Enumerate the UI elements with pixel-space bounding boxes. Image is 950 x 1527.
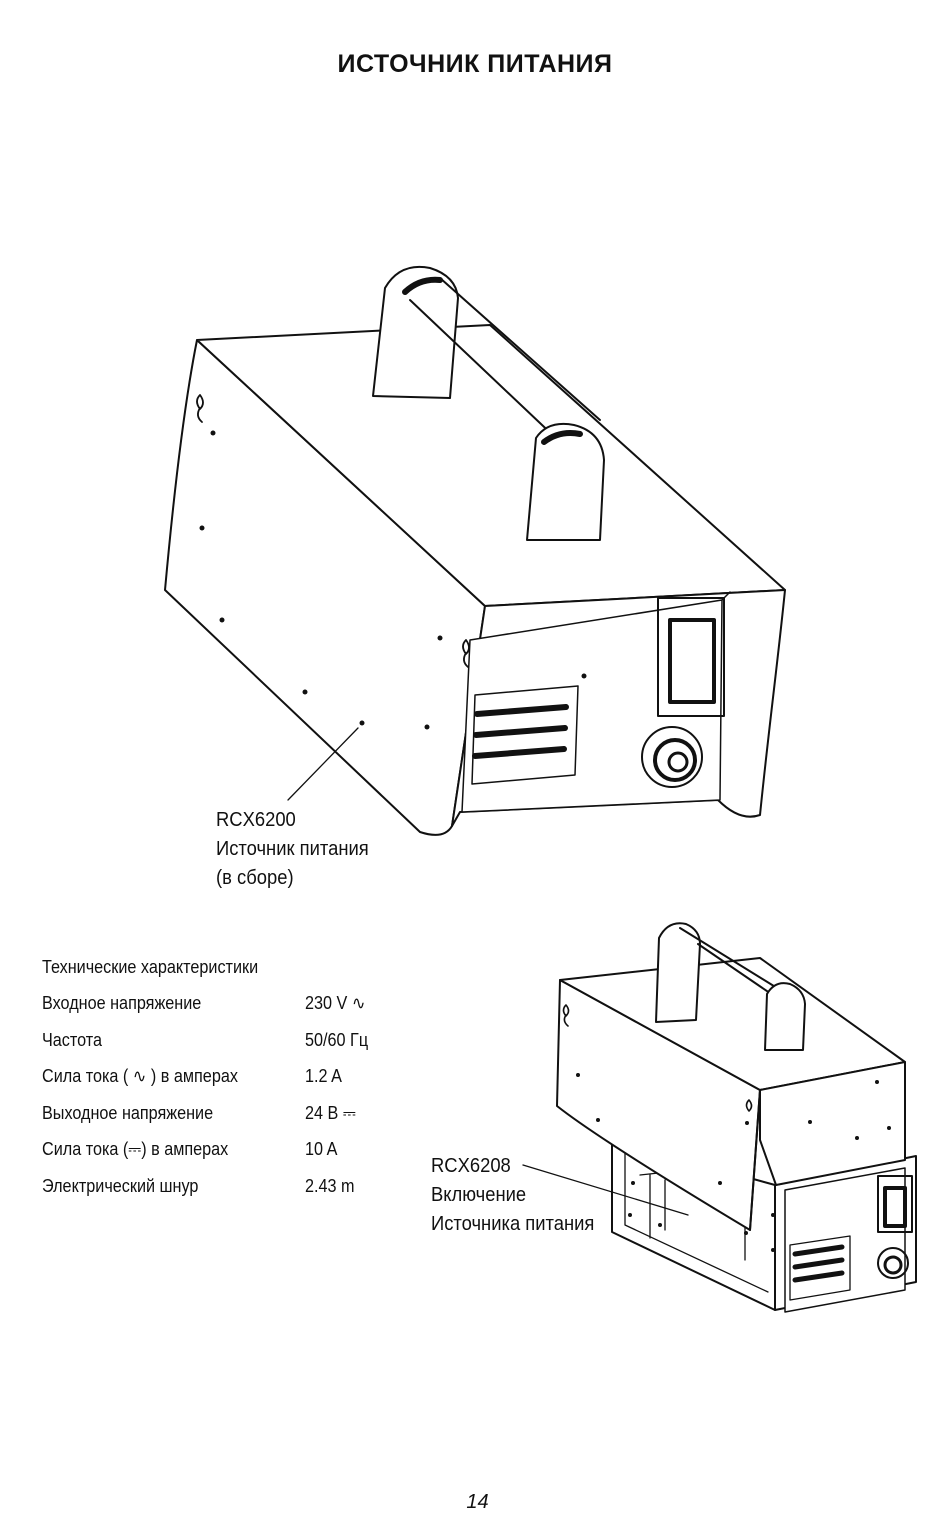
spec-label: Сила тока (⎓) в амперах — [42, 1139, 229, 1159]
power-supply-assembled-drawing — [164, 266, 786, 836]
caption-line: (в сборе) — [216, 867, 294, 889]
spec-row: Электрический шнур 2.43 m — [42, 1173, 355, 1210]
spec-value: 1.2 A — [305, 1066, 342, 1086]
spec-value: 230 V ∿ — [305, 993, 366, 1013]
caption-rcx6200: RCX6200 Источник питания (в сборе) — [216, 806, 369, 893]
spec-row: Выходное напряжение 24 В ⎓ — [42, 1100, 356, 1137]
spec-value: 2.43 m — [305, 1175, 355, 1196]
spec-label: Входное напряжение — [42, 993, 202, 1013]
caption-line: Включение — [431, 1184, 527, 1206]
specs-title: Технические характеристики — [42, 957, 259, 977]
spec-label: Частота — [42, 1029, 103, 1050]
spec-label: Электрический шнур — [42, 1175, 199, 1196]
caption-rcx6208: RCX6208 Включение Источника питания — [431, 1152, 594, 1239]
power-supply-disassembled-drawing — [522, 922, 917, 1313]
spec-row: Входное напряжение 230 V ∿ — [42, 990, 365, 1027]
page-number: 14 — [466, 1491, 489, 1513]
specifications-table: Технические характеристики Входное напря… — [42, 954, 368, 1210]
spec-label: Сила тока ( ∿ ) в амперах — [42, 1066, 238, 1086]
spec-value: 24 В ⎓ — [305, 1102, 356, 1123]
caption-part-number: RCX6200 — [216, 809, 296, 831]
spec-row: Частота 50/60 Гц — [42, 1027, 368, 1064]
spec-value: 10 A — [305, 1139, 338, 1159]
spec-value: 50/60 Гц — [305, 1029, 369, 1050]
spec-row: Сила тока ( ∿ ) в амперах 1.2 A — [42, 1063, 342, 1100]
spec-label: Выходное напряжение — [42, 1102, 214, 1123]
caption-part-number: RCX6208 — [431, 1155, 511, 1177]
page-title: ИСТОЧНИК ПИТАНИЯ — [337, 50, 613, 78]
caption-line: Источник питания — [216, 838, 369, 860]
caption-line: Источника питания — [431, 1213, 595, 1235]
spec-row: Сила тока (⎓) в амперах 10 A — [42, 1136, 337, 1173]
